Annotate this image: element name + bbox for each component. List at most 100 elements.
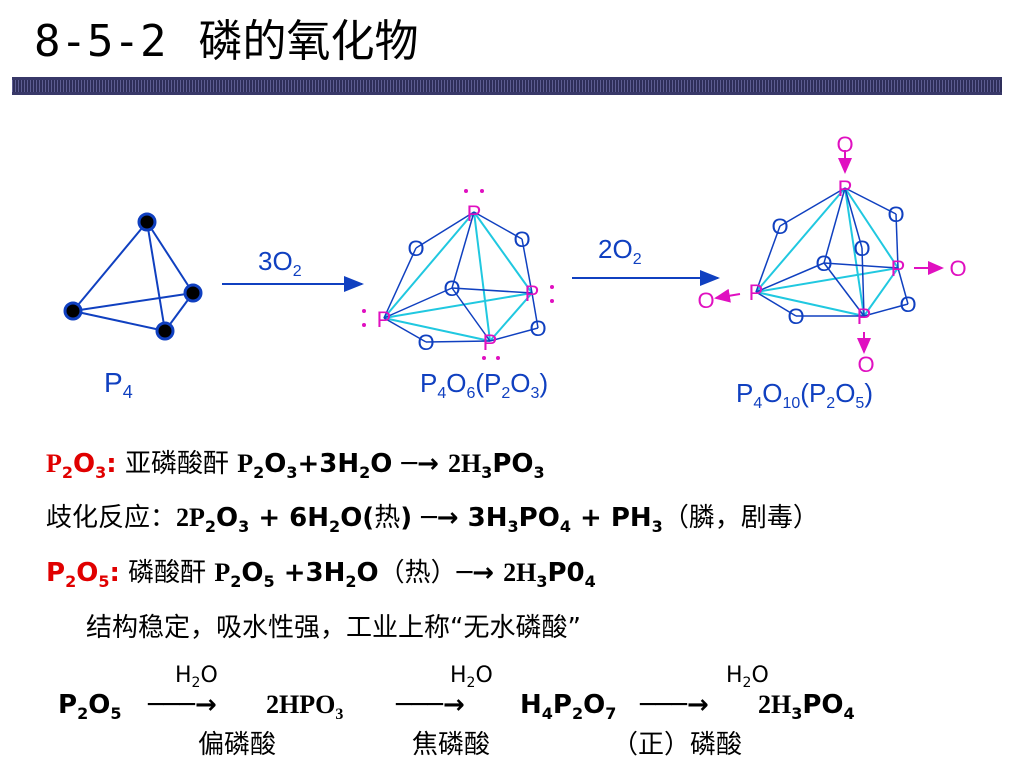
formula-text: P	[46, 558, 66, 588]
orthophosphoric-acid-label: （正）磷酸	[612, 730, 743, 760]
disproportionation-line: 歧化反应：2P2O3 + 6H2O(热) ─→ 3H3PO4 + PH3（膦，剧…	[46, 500, 819, 536]
formula-text: O	[264, 449, 287, 479]
note-text: （膦，剧毒）	[662, 503, 819, 533]
subscript: 2	[204, 517, 217, 536]
formula-text: +3H	[274, 558, 346, 588]
hydration-arrow-1: ───→	[148, 690, 217, 720]
h4p2o7-formula: H4P2O7	[520, 690, 617, 723]
water-reagent-1: H2O	[175, 663, 218, 691]
subscript: 5	[98, 572, 110, 591]
lone-pair-dots	[362, 189, 554, 360]
formula-text: 2P	[176, 503, 205, 532]
compound-name: 磷酸酐	[119, 558, 215, 588]
formula-text: 2H	[447, 449, 482, 478]
p-atom: P	[525, 281, 540, 306]
water-reagent-2: H2O	[450, 663, 493, 691]
o-atom: O	[887, 202, 904, 227]
formula-text: O	[73, 449, 96, 479]
subscript: 3	[95, 463, 107, 482]
p4o6-molecule: P P P P O O O O O	[362, 189, 554, 360]
o-atom: O	[899, 292, 916, 317]
subscript: 4	[559, 517, 571, 536]
formula-text: P0	[547, 558, 585, 588]
hpo3-formula: 2HPO3	[266, 690, 344, 723]
o-atom: O	[857, 352, 874, 377]
formula-text: O	[216, 503, 239, 533]
o-atom: O	[417, 330, 434, 355]
subscript: 3	[533, 463, 545, 482]
phosphorus-oxide-structures-diagram: P4 3O2 P P P P O O O O O	[63, 132, 967, 412]
subscript: 3	[481, 463, 493, 482]
formula-text: O	[241, 558, 264, 588]
o-atom: O	[815, 251, 832, 276]
formula-text: O ─→	[370, 449, 448, 479]
subscript: 5	[263, 572, 275, 591]
p-atom: P	[467, 201, 482, 226]
p-atom	[183, 283, 203, 303]
compound-name: 亚磷酸酐	[116, 449, 238, 479]
p-atom: P	[891, 256, 906, 281]
pyrophosphoric-acid-label: 焦磷酸	[412, 730, 491, 760]
p2o5-hydrolysis-line: P2O5: 磷酸酐 P2O5 +3H2O（热）─→ 2H3P04	[46, 555, 596, 591]
formula-text: O(	[340, 503, 375, 533]
title-underline-bar	[12, 77, 1002, 95]
subscript: 3	[651, 517, 663, 536]
o-atom: O	[697, 288, 714, 313]
p-atom: P	[857, 304, 872, 329]
formula-text: P	[237, 449, 254, 478]
reaction-arrow: ─→	[456, 558, 504, 588]
p-atom: P	[838, 176, 853, 201]
p-atom	[63, 301, 83, 321]
p4-molecule	[72, 221, 194, 332]
formula-text: 2H	[503, 558, 537, 587]
subscript: 3	[507, 517, 519, 536]
o-atom: O	[513, 227, 530, 252]
o-atom: O	[853, 236, 870, 261]
p4o10-label: P4O10(P2O5)	[736, 378, 873, 412]
p-atom: P	[483, 330, 498, 355]
p4-atoms	[63, 212, 203, 341]
o-atom: O	[836, 132, 853, 157]
subscript: 3	[286, 463, 298, 482]
formula-text: 3H	[467, 503, 508, 533]
h3po4-formula: 2H3PO4	[758, 690, 855, 723]
condition-text: （热）	[378, 558, 457, 588]
subscript: 2	[230, 572, 242, 591]
title-text: 磷的氧化物	[198, 16, 419, 67]
subscript: 2	[61, 463, 74, 482]
formula-text: O	[76, 558, 99, 588]
formula-text: + PH	[570, 503, 652, 533]
subscript: 4	[584, 572, 596, 591]
subscript: 2	[329, 517, 341, 536]
subscript: 3	[238, 517, 250, 536]
p2o3-hydrolysis-line: P2O3: 亚磷酸酐 P2O3+3H2O ─→ 2H3PO3	[46, 446, 545, 482]
metaphosphoric-acid-label: 偏磷酸	[198, 730, 277, 760]
formula-text: +3H	[297, 449, 360, 479]
formula-text: PO	[492, 449, 534, 479]
colon: :	[109, 558, 120, 588]
formula-text: P	[214, 558, 231, 587]
formula-text: O	[356, 558, 379, 588]
arrow-2-label: 2O2	[598, 234, 642, 268]
water-reagent-3: H2O	[726, 663, 769, 691]
formula-text: P	[46, 449, 62, 478]
subscript: 2	[345, 572, 357, 591]
p4o10-molecule: P P P P O O O O O O O O O O	[697, 132, 966, 377]
arrow-1-label: 3O2	[258, 246, 302, 280]
formula-text: PO	[518, 503, 560, 533]
p2o5-description: 结构稳定，吸水性强，工业上称“无水磷酸”	[86, 613, 581, 643]
hydration-arrow-3: ───→	[640, 690, 709, 720]
p-atom: P	[377, 307, 392, 332]
o-atom: O	[949, 256, 966, 281]
p-atom	[155, 321, 175, 341]
o-atom: O	[787, 304, 804, 329]
p4-label: P4	[104, 367, 133, 402]
subscript: 2	[359, 463, 371, 482]
o-atom: O	[443, 276, 460, 301]
section-number: 8-5-2	[34, 16, 167, 67]
formula-text: + 6H	[249, 503, 330, 533]
condition-text: 热	[374, 503, 401, 533]
subscript: 2	[65, 572, 77, 591]
subscript: 2	[253, 463, 265, 482]
page-title: 8-5-2 磷的氧化物	[34, 12, 418, 72]
